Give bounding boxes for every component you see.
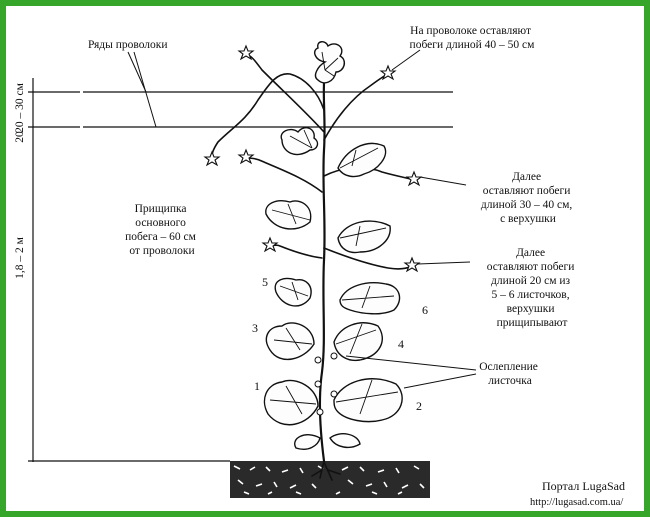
dimension-scale (28, 78, 230, 462)
top-leaf (313, 41, 346, 84)
dim-20-label: 20 (14, 131, 26, 143)
annotation-leaders (345, 49, 477, 389)
wire-rows-leaders (127, 51, 157, 128)
blinded-buds (314, 352, 338, 416)
leaf-number-4: 4 (398, 337, 404, 351)
next-30-40-label: Далее оставляют побеги длиной 30 – 40 см… (481, 171, 575, 225)
upper-left-shoot (245, 53, 325, 133)
leaf-number-1: 1 (254, 379, 260, 393)
middle-left-shoot (245, 157, 323, 193)
leaf-number-3: 3 (252, 321, 258, 335)
leaf-number-6: 6 (422, 303, 428, 317)
lower-left-shoot (269, 244, 323, 259)
leaf-number-5: 5 (262, 275, 268, 289)
main-shoot-over-wire (211, 73, 325, 157)
shoot-tips (203, 44, 423, 273)
lower-right-shoot (323, 247, 413, 270)
upper-right-shoot (323, 73, 389, 141)
leaves (263, 127, 403, 450)
dim-wires-label: 20 – 30 см (14, 82, 26, 132)
portal-url: http://lugasad.com.ua/ (530, 497, 623, 508)
soil (230, 461, 430, 498)
dim-height-label: 1,8 – 2 м (14, 236, 26, 279)
wire-rows-label: Ряды проволоки (88, 39, 168, 51)
portal-name: Портал LugaSad (542, 479, 625, 493)
pinch-main-label: Прищипка основного побега – 60 см от про… (125, 203, 199, 257)
blinding-label: Ослепление листочка (479, 361, 541, 387)
next-20-label: Далее оставляют побеги длиной 20 см из 5… (487, 247, 578, 329)
roots (311, 460, 341, 481)
top-shoots-label: На проволоке оставляют побеги длиной 40 … (410, 25, 536, 51)
leaf-number-2: 2 (416, 399, 422, 413)
